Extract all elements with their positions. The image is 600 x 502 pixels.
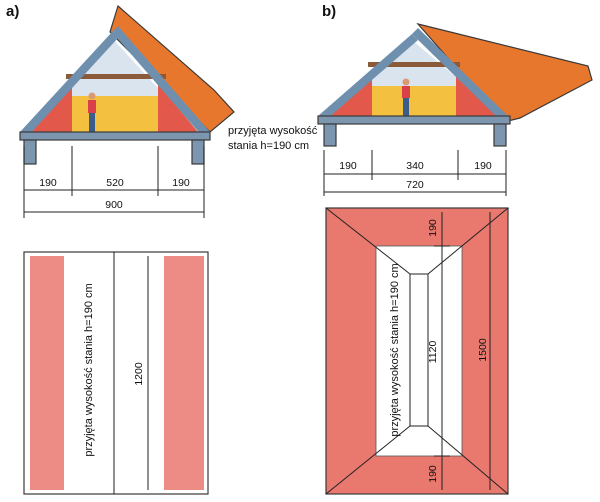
plan-b-habitable-area	[375, 245, 463, 457]
height-note-a-line1: przyjęta wysokość	[228, 125, 318, 137]
house-b-section	[317, 22, 593, 147]
plan-b-inner-dim: 1120	[427, 341, 439, 364]
plan-b-total-dim: 1500	[477, 338, 489, 362]
dimension-lines-a	[23, 146, 205, 218]
plan-b-bottom-dim: 190	[427, 465, 439, 483]
dim-b-left: 190	[339, 160, 357, 172]
house-a-wall-right	[191, 139, 205, 165]
house-a-rafter-left	[20, 32, 118, 136]
panel-b-label: b)	[322, 3, 336, 20]
dim-b-middle: 340	[406, 160, 424, 172]
house-a-floor-slab	[19, 131, 211, 141]
dim-a-right: 190	[172, 177, 190, 189]
plan-b-top-dim: 190	[427, 219, 439, 237]
person-figure-b	[402, 78, 410, 116]
dim-a-left: 190	[39, 177, 57, 189]
house-b-wall-left	[323, 123, 337, 147]
plan-b-hip-lines	[325, 207, 509, 495]
plan-a-note: przyjęta wysokość stania h=190 cm	[83, 283, 95, 456]
dim-b-total: 720	[406, 179, 424, 191]
house-a-section	[19, 4, 235, 165]
house-b-floor-slab	[317, 115, 511, 125]
plan-a-length: 1200	[133, 362, 145, 386]
house-b-rafter-left	[318, 34, 418, 120]
house-a-wall-left	[23, 139, 37, 165]
house-a-collar-beam	[66, 74, 166, 79]
plan-a-strip-left	[30, 256, 64, 490]
height-note-a-line2: stania h=190 cm	[228, 140, 309, 152]
house-a-roof-slab	[109, 4, 235, 133]
house-a-rafter-right	[112, 26, 210, 136]
plan-a: przyjęta wysokość stania h=190 cm 1200	[23, 251, 209, 495]
dim-a-middle: 520	[106, 177, 124, 189]
house-a-habitable-zone	[72, 96, 158, 132]
plan-b: 190 1120 190 1500 przyjęta wysokość stan…	[325, 207, 509, 495]
house-b-wall-right	[493, 123, 507, 147]
plan-b-note: przyjęta wysokość stania h=190 cm	[389, 263, 401, 436]
person-figure-a	[88, 92, 96, 132]
house-b-rafter-right	[412, 28, 508, 120]
dim-b-right: 190	[474, 160, 492, 172]
house-b-collar-beam	[368, 62, 460, 67]
dimension-lines-b	[323, 150, 507, 196]
panel-a-label: a)	[6, 3, 19, 20]
plan-a-strip-right	[164, 256, 204, 490]
dim-a-total: 900	[105, 199, 123, 211]
house-b-habitable-zone	[372, 86, 456, 116]
